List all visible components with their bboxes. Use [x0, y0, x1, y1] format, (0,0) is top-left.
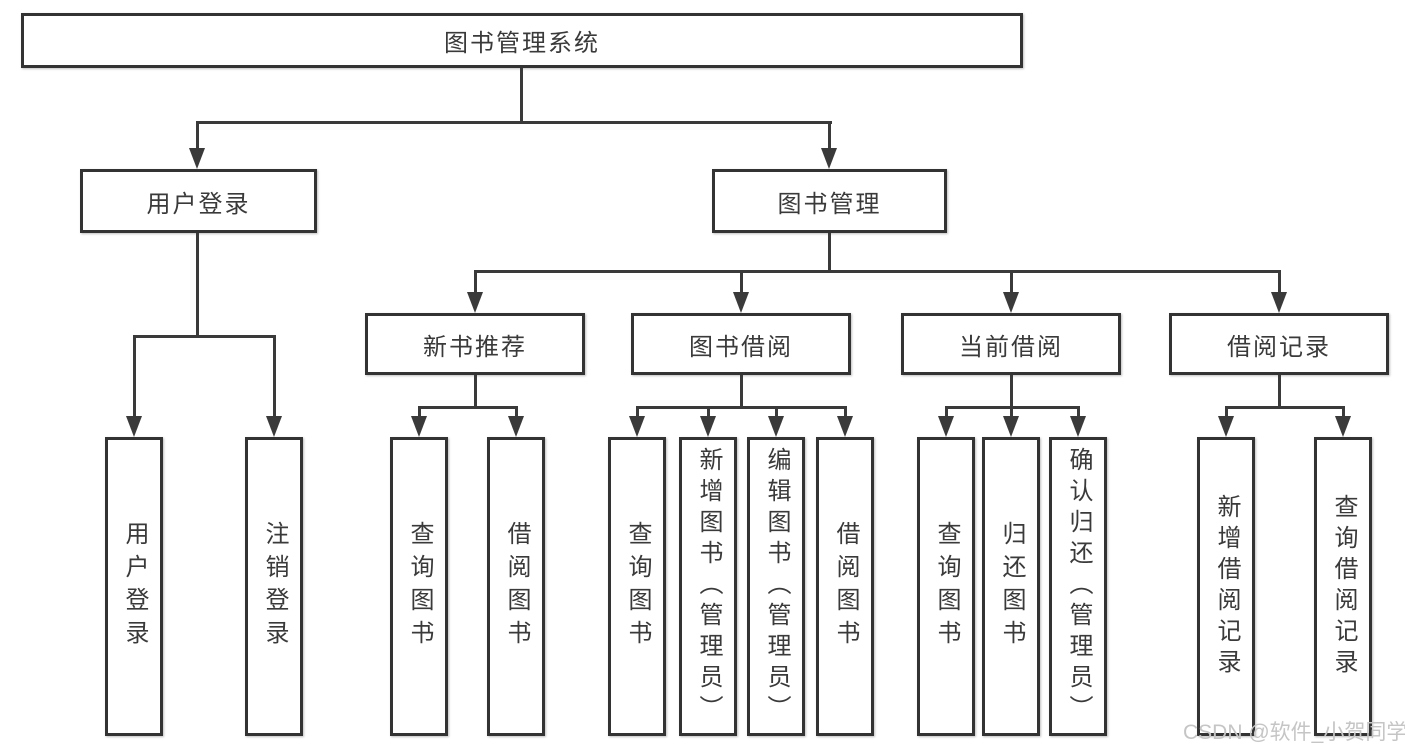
leaf-query-books: 查询图书	[917, 437, 975, 736]
node-label: 确认归还（管理员）	[1065, 447, 1092, 726]
arrow-down-icon	[700, 416, 716, 437]
node-label: 注销登录	[261, 520, 288, 653]
arrow-down-icon	[508, 416, 524, 437]
leaf-return-books: 归还图书	[982, 437, 1040, 736]
connector-line	[636, 406, 639, 419]
connector-line	[133, 335, 276, 338]
leaf-borrow-books: 借阅图书	[816, 437, 874, 736]
connector-line	[828, 233, 831, 272]
node-label: 编辑图书（管理员）	[763, 447, 790, 726]
connector-line	[1010, 375, 1013, 408]
arrow-down-icon	[1070, 416, 1086, 437]
leaf-borrow-books: 借阅图书	[487, 437, 545, 736]
arrow-down-icon	[189, 148, 205, 169]
connector-line	[775, 406, 778, 419]
node-book-management: 图书管理	[712, 169, 947, 233]
arrow-down-icon	[733, 292, 749, 313]
connector-line	[474, 375, 477, 408]
node-label: 当前借阅	[959, 333, 1063, 361]
arrow-down-icon	[821, 148, 837, 169]
leaf-query-books: 查询图书	[608, 437, 666, 736]
connector-line	[515, 406, 518, 419]
leaf-logout-login: 注销登录	[245, 437, 303, 736]
arrow-down-icon	[1003, 292, 1019, 313]
connector-line	[945, 406, 948, 419]
connector-line	[474, 270, 477, 295]
node-label: 图书借阅	[689, 333, 793, 361]
connector-line	[636, 406, 847, 409]
connector-line	[474, 270, 1281, 273]
connector-line	[1225, 406, 1345, 409]
node-label: 新书推荐	[423, 333, 527, 361]
node-label: 借阅图书	[832, 520, 859, 653]
connector-line	[1225, 406, 1228, 419]
connector-line	[1278, 375, 1281, 408]
node-label: 查询图书	[933, 520, 960, 653]
leaf-user-login: 用户登录	[105, 437, 163, 736]
arrow-down-icon	[1003, 416, 1019, 437]
connector-line	[740, 270, 743, 295]
arrow-down-icon	[837, 416, 853, 437]
connector-line	[1010, 270, 1013, 295]
node-borrow-records: 借阅记录	[1169, 313, 1389, 375]
connector-line	[828, 121, 831, 151]
arrow-down-icon	[1335, 416, 1351, 437]
connector-line	[196, 233, 199, 337]
connector-line	[418, 406, 518, 409]
node-label: 借阅图书	[503, 520, 530, 653]
node-user-login: 用户登录	[80, 169, 317, 233]
leaf-edit-books-admin: 编辑图书（管理员）	[747, 437, 805, 736]
connector-line	[520, 68, 523, 122]
connector-line	[844, 406, 847, 419]
leaf-query-borrow-record: 查询借阅记录	[1314, 437, 1372, 736]
arrow-down-icon	[467, 292, 483, 313]
connector-line	[196, 121, 832, 124]
node-new-book-recommend: 新书推荐	[365, 313, 585, 375]
node-label: 查询图书	[624, 520, 651, 653]
leaf-add-books-admin: 新增图书（管理员）	[679, 437, 737, 736]
node-label: 用户登录	[121, 520, 148, 653]
node-current-borrow: 当前借阅	[901, 313, 1121, 375]
arrow-down-icon	[126, 416, 142, 437]
arrow-down-icon	[1271, 292, 1287, 313]
arrow-down-icon	[266, 416, 282, 437]
arrow-down-icon	[768, 416, 784, 437]
csdn-watermark: CSDN @软件_小贺同学	[1183, 721, 1405, 744]
node-label: 归还图书	[998, 520, 1025, 653]
arrow-down-icon	[1218, 416, 1234, 437]
connector-line	[273, 335, 276, 419]
node-library-management-system: 图书管理系统	[21, 13, 1023, 68]
node-book-borrow: 图书借阅	[631, 313, 851, 375]
node-label: 新增图书（管理员）	[695, 447, 722, 726]
arrow-down-icon	[629, 416, 645, 437]
connector-line	[196, 121, 199, 151]
node-label: 图书管理	[777, 190, 882, 218]
node-label: 图书管理系统	[444, 30, 600, 57]
node-label: 新增借阅记录	[1213, 493, 1240, 680]
leaf-add-borrow-record: 新增借阅记录	[1197, 437, 1255, 736]
connector-line	[1278, 270, 1281, 295]
node-label: 查询图书	[406, 520, 433, 653]
connector-line	[1010, 406, 1013, 419]
connector-line	[707, 406, 710, 419]
leaf-confirm-return-admin: 确认归还（管理员）	[1049, 437, 1107, 736]
connector-line	[740, 375, 743, 408]
connector-line	[133, 335, 136, 419]
connector-line	[418, 406, 421, 419]
arrow-down-icon	[938, 416, 954, 437]
connector-line	[1077, 406, 1080, 419]
node-label: 借阅记录	[1227, 333, 1331, 361]
arrow-down-icon	[411, 416, 427, 437]
leaf-query-books: 查询图书	[390, 437, 448, 736]
connector-line	[1342, 406, 1345, 419]
node-label: 用户登录	[146, 190, 251, 218]
node-label: 查询借阅记录	[1330, 493, 1357, 680]
